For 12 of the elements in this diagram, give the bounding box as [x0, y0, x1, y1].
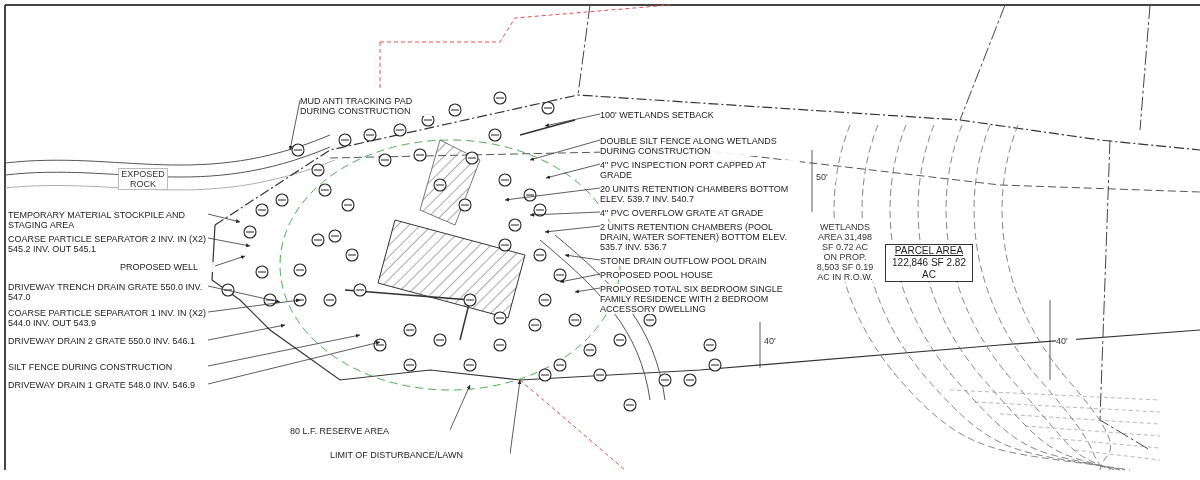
- callout-text: 80 L.F. RESERVE AREA: [290, 426, 450, 436]
- dimension-label: 40': [1056, 336, 1076, 346]
- callout-text: COARSE PARTICLE SEPARATOR 1 INV. IN (X2) 544.0 INV. OUT 543.9: [8, 308, 208, 328]
- area-note: WETLANDS AREA 31,498 SF 0.72 AC ON PROP. 8,503 SF 0.19 AC IN R.O.W.: [815, 222, 875, 282]
- parcel-area-box: PARCEL AREA 122,846 SF 2.82 AC: [885, 244, 973, 282]
- callout-text: 4" PVC INSPECTION PORT CAPPED AT GRADE: [600, 160, 800, 180]
- area-note: EXPOSED ROCK: [118, 168, 168, 190]
- callout-text: LIMIT OF DISTURBANCE/LAWN: [330, 450, 510, 460]
- dimension-label: 50': [816, 172, 836, 182]
- callout-text: COARSE PARTICLE SEPARATOR 2 INV. IN (X2) 545.2 INV. OUT 545.1: [8, 234, 208, 254]
- callout-text: PROPOSED WELL: [120, 262, 215, 272]
- callout-text: MUD ANTI TRACKING PAD DURING CONSTRUCTION: [300, 96, 435, 116]
